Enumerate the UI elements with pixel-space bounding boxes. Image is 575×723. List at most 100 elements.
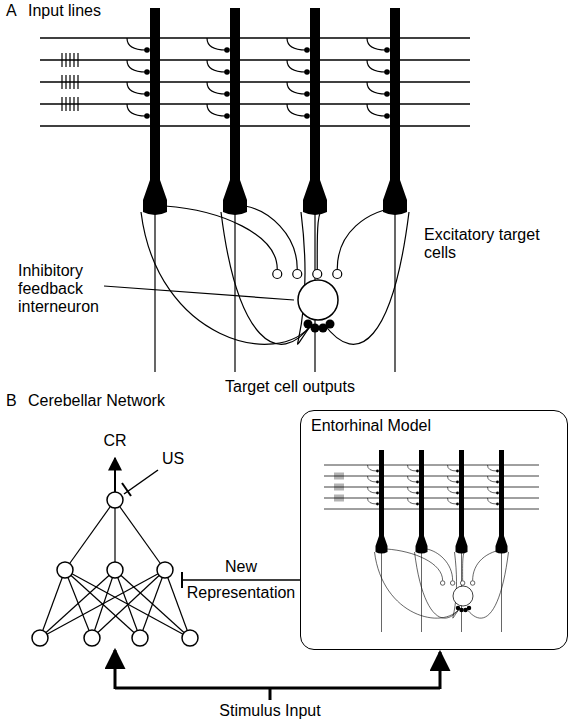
synapse	[287, 60, 306, 72]
synapse	[408, 465, 418, 471]
input-line	[40, 59, 470, 61]
feedback-axon	[427, 549, 453, 581]
panel-letter: B	[6, 392, 17, 410]
spike-mark	[341, 495, 342, 502]
signal-name: CR	[103, 432, 126, 450]
synapse-dot	[304, 113, 310, 119]
signal-name: Representation	[187, 584, 296, 602]
excitatory-synapse	[273, 270, 282, 279]
panel-letter: A	[6, 2, 17, 20]
synapse	[488, 465, 498, 471]
synapse	[287, 38, 306, 50]
unit	[107, 562, 123, 578]
synapse-dot	[496, 470, 499, 473]
inhibitory-synapse	[467, 606, 472, 611]
synapse	[408, 476, 418, 482]
synapse	[287, 82, 306, 94]
spike-mark	[61, 97, 62, 111]
representation-bar	[181, 572, 183, 588]
network-mini	[324, 450, 539, 632]
synapse-dot	[144, 91, 150, 97]
synapse	[367, 60, 386, 72]
model-box: Entorhinal Model	[300, 410, 568, 650]
spike-mark	[65, 75, 66, 89]
synapse-dot	[496, 481, 499, 484]
synapse-dot	[456, 481, 459, 484]
cerebellar-net	[32, 458, 440, 700]
network-a	[40, 8, 470, 372]
synapse-dot	[144, 113, 150, 119]
spike-mark	[335, 495, 336, 502]
inhibitory-axon	[453, 552, 460, 618]
synapse-dot	[304, 91, 310, 97]
input-line	[40, 37, 470, 39]
spike-mark	[337, 495, 338, 502]
feedback-axon	[317, 206, 325, 269]
spike-mark	[339, 473, 340, 480]
input-line	[324, 509, 539, 510]
inhibitory-axon	[141, 212, 312, 344]
spike-mark	[61, 75, 62, 89]
synapse	[368, 498, 378, 504]
cr-arrow	[114, 458, 116, 492]
excitatory-synapse	[460, 581, 465, 586]
synapse	[127, 104, 146, 116]
spike-mark	[73, 97, 74, 111]
inhibitory-axon	[466, 552, 509, 618]
heading: Cerebellar Network	[28, 392, 165, 410]
leader-line	[104, 286, 294, 300]
stimulus-stem	[269, 688, 272, 700]
stimulus-bus	[115, 687, 440, 690]
input-line	[40, 103, 470, 105]
feedback-axon	[337, 206, 405, 269]
synapse	[207, 60, 226, 72]
synapse-dot	[384, 47, 390, 53]
unit	[132, 630, 148, 646]
synapse-dot	[416, 481, 419, 484]
signal-name: New	[225, 558, 257, 576]
representation-line	[182, 579, 300, 581]
synapse-dot	[496, 503, 499, 506]
excitatory-cell	[383, 8, 407, 215]
input-line	[40, 125, 470, 127]
signal-name: US	[162, 450, 184, 468]
interneuron	[453, 586, 473, 606]
synapse	[207, 82, 226, 94]
synapse-dot	[384, 91, 390, 97]
input-line	[324, 465, 539, 466]
inhibitory-synapse	[459, 608, 464, 613]
synapse	[408, 498, 418, 504]
spike-mark	[343, 484, 344, 491]
synapse-dot	[224, 69, 230, 75]
spike-mark	[337, 473, 338, 480]
unit	[157, 562, 173, 578]
synapse-dot	[376, 470, 379, 473]
synapse-dot	[224, 47, 230, 53]
spike-mark	[337, 484, 338, 491]
output-label: Target cell outputs	[225, 378, 355, 396]
unit	[57, 562, 73, 578]
synapse-dot	[376, 481, 379, 484]
inhibitory-axon	[324, 212, 409, 344]
output-line	[234, 214, 235, 372]
synapse	[448, 498, 458, 504]
unit	[107, 492, 123, 508]
us-line	[124, 470, 158, 494]
unit	[84, 630, 100, 646]
output-line	[421, 553, 422, 632]
us-bar	[122, 483, 131, 496]
synapse-dot	[304, 47, 310, 53]
synapse	[488, 476, 498, 482]
spike-mark	[343, 495, 344, 502]
synapse	[367, 82, 386, 94]
spike-mark	[65, 97, 66, 111]
synapse	[448, 487, 458, 493]
synapse-dot	[224, 113, 230, 119]
cell-label: Inhibitory feedback interneuron	[18, 262, 108, 316]
cell-label: Excitatory target cells	[424, 226, 544, 262]
stimulus-arrow	[439, 652, 442, 689]
synapse	[488, 498, 498, 504]
spike-mark	[343, 473, 344, 480]
spike-mark	[65, 53, 66, 67]
